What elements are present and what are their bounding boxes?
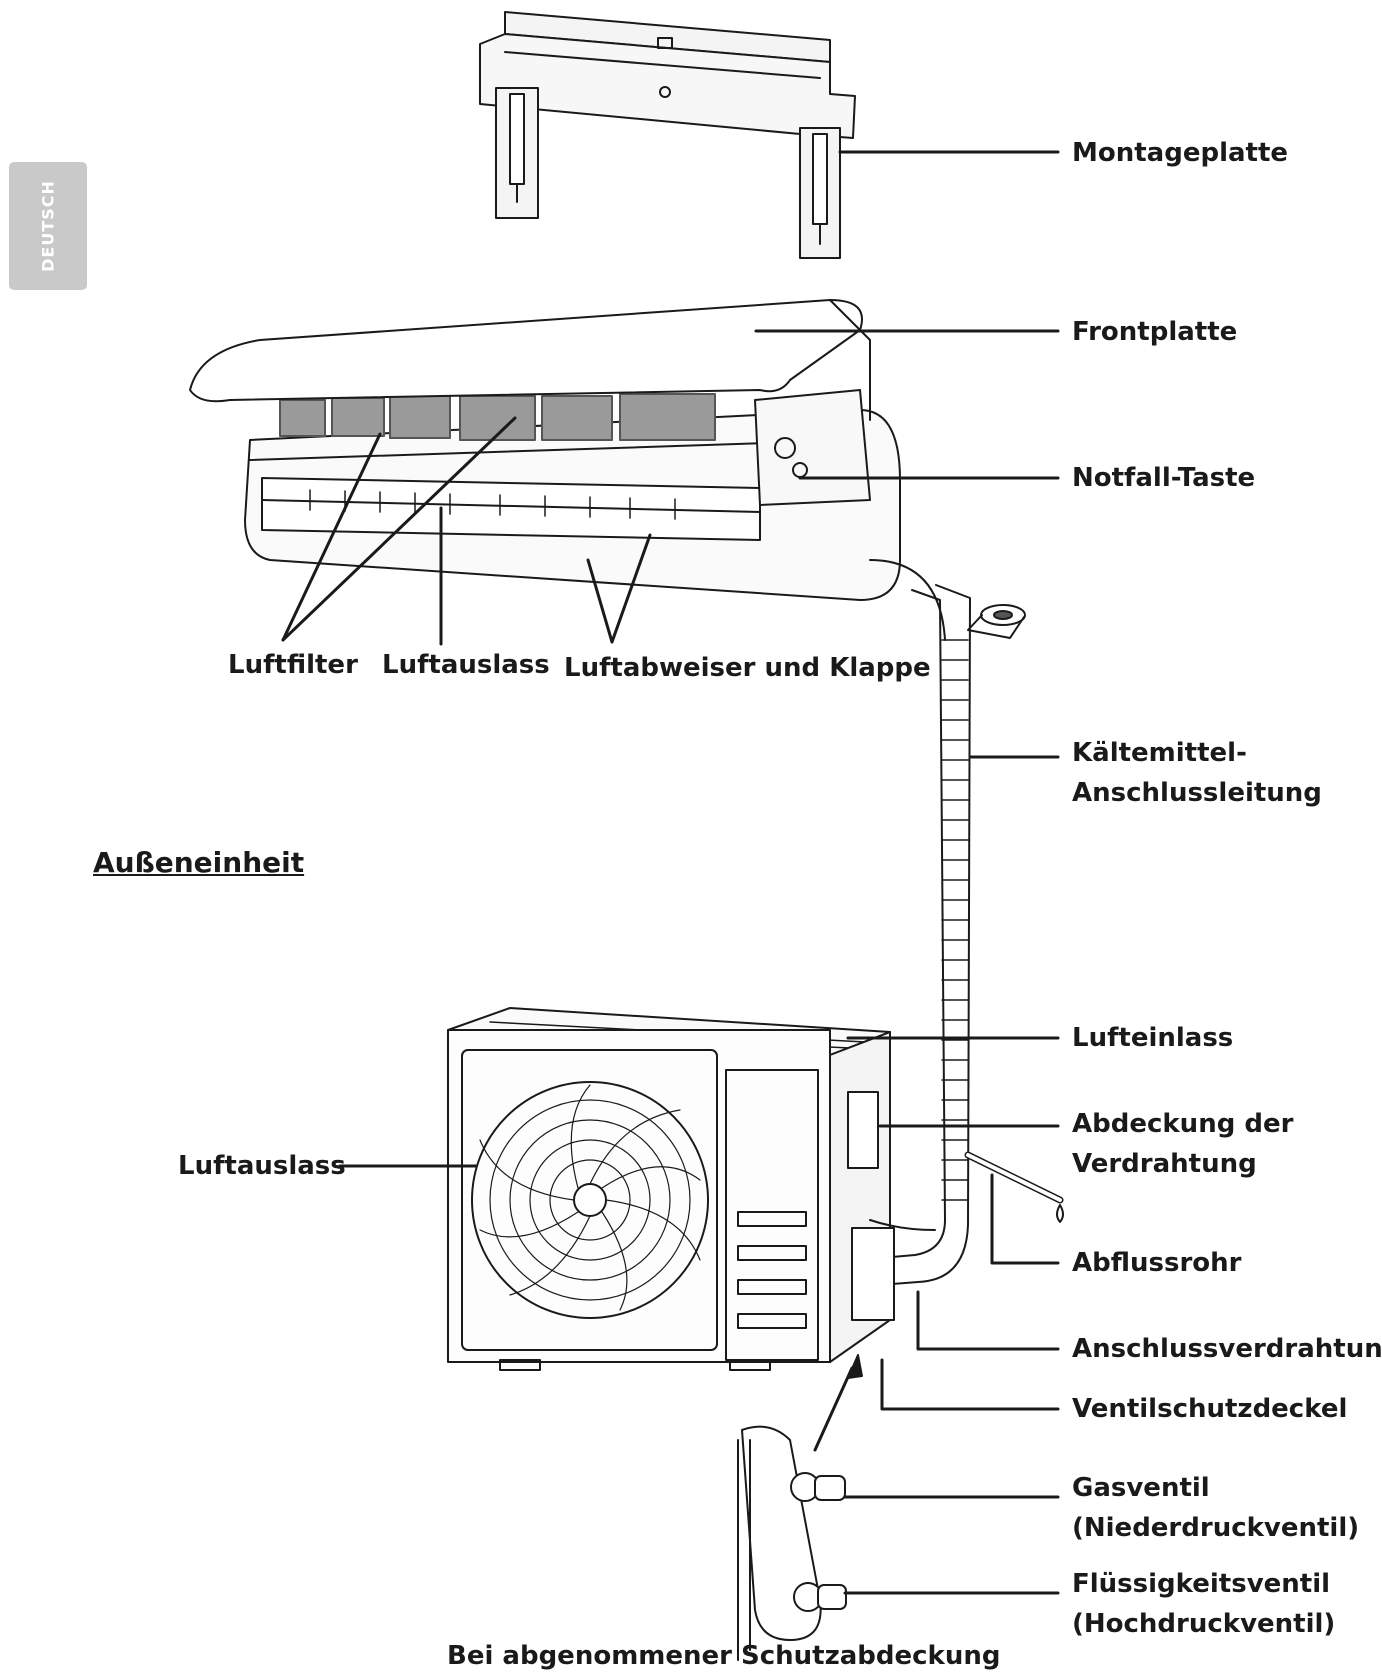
label-anschlussverdrahtung: Anschlussverdrahtung (1072, 1334, 1382, 1364)
label-gasventil-line1: Gasventil (1072, 1473, 1210, 1503)
label-abdeckung-line1: Abdeckung der (1072, 1109, 1294, 1139)
label-fluessigkeitsventil: Flüssigkeitsventil (Hochdruckventil) (1072, 1564, 1335, 1644)
label-luftfilter: Luftfilter (228, 650, 358, 680)
label-luftauslass-outdoor: Luftauslass (178, 1151, 346, 1181)
language-tab: DEUTSCH (9, 162, 87, 290)
label-abflussrohr: Abflussrohr (1072, 1248, 1242, 1278)
label-abdeckung-line2: Verdrahtung (1072, 1149, 1257, 1179)
label-fluessigkeitsventil-line2: (Hochdruckventil) (1072, 1609, 1336, 1639)
label-notfall-taste: Notfall-Taste (1072, 463, 1256, 493)
refrigerant-pipe (879, 584, 971, 1286)
caption-valves: Bei abgenommener Schutzabdeckung (447, 1641, 1001, 1671)
label-gasventil: Gasventil (Niederdruckventil) (1072, 1468, 1359, 1548)
label-abdeckung: Abdeckung der Verdrahtung (1072, 1104, 1293, 1184)
section-title-outdoor: Außeneinheit (93, 846, 305, 879)
language-tab-label: DEUTSCH (38, 180, 58, 272)
label-fluessigkeitsventil-line1: Flüssigkeitsventil (1072, 1569, 1331, 1599)
outdoor-unit (447, 1007, 936, 1371)
label-lufteinlass: Lufteinlass (1072, 1023, 1234, 1053)
label-kaeltemittel: Kältemittel- Anschlussleitung (1072, 733, 1322, 813)
label-montageplatte: Montageplatte (1072, 138, 1289, 168)
indoor-unit (189, 299, 946, 641)
label-gasventil-line2: (Niederdruckventil) (1072, 1513, 1360, 1543)
valve-assembly (737, 1425, 847, 1661)
label-kaeltemittel-line1: Kältemittel- (1072, 738, 1247, 768)
label-luftabweiser: Luftabweiser und Klappe (564, 653, 931, 683)
label-ventilschutzdeckel: Ventilschutzdeckel (1072, 1394, 1348, 1424)
label-frontplatte: Frontplatte (1072, 317, 1238, 347)
mounting-plate (479, 11, 856, 259)
label-luftauslass-indoor: Luftauslass (382, 650, 550, 680)
callout-lines (281, 150, 1060, 1595)
label-kaeltemittel-line2: Anschlussleitung (1072, 778, 1322, 808)
